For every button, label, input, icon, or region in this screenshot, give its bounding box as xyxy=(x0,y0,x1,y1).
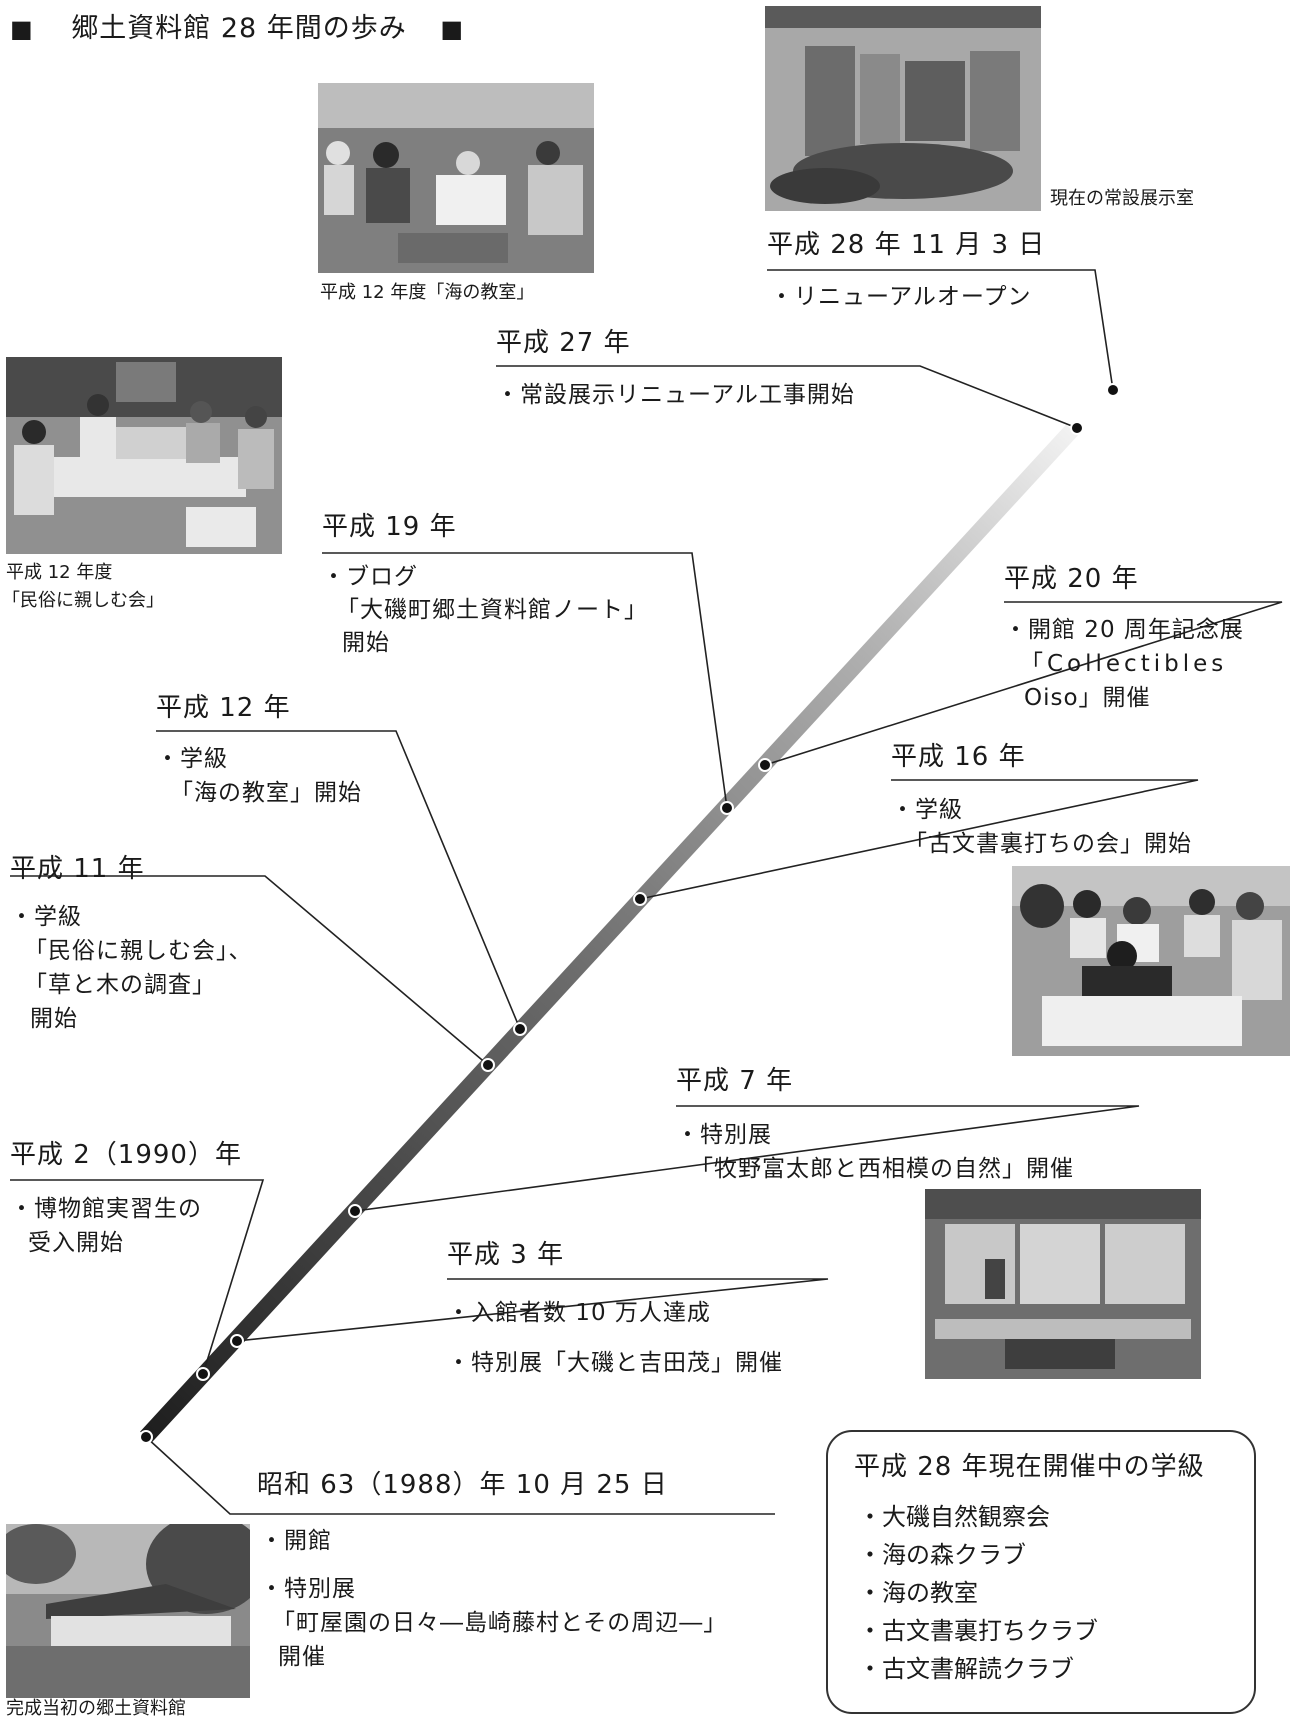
timeline-dot-h28-end xyxy=(1106,383,1120,397)
photo-backing-club xyxy=(1012,866,1290,1056)
event-date-h11: 平成 11 年 xyxy=(10,854,145,884)
caption-folk-name: 「民俗に親しむ会」 xyxy=(2,590,164,611)
timeline-dot-h19 xyxy=(720,801,734,815)
caption-folk-year: 平成 12 年度 xyxy=(6,562,113,583)
event-item: ・学級 xyxy=(156,746,228,772)
event-item: 開始 xyxy=(30,1006,78,1032)
timeline-bar xyxy=(140,424,1078,1443)
timeline-dot-h12 xyxy=(513,1022,527,1036)
connector-h20 xyxy=(764,601,1283,766)
event-item: ・特別展 xyxy=(676,1122,772,1148)
current-classes-list: ・大磯自然観察会 ・海の森クラブ ・海の教室 ・古文書裏打ちクラブ ・古文書解読… xyxy=(858,1498,1098,1688)
caption-original-building: 完成当初の郷土資料館 xyxy=(6,1698,186,1719)
list-item: ・大磯自然観察会 xyxy=(858,1503,1050,1531)
event-date-h20: 平成 20 年 xyxy=(1004,564,1139,594)
connector-h12 xyxy=(156,730,521,1030)
timeline-dot-h11 xyxy=(481,1058,495,1072)
photo-current-exhibit xyxy=(765,6,1041,211)
event-item: ・学級 xyxy=(891,797,963,823)
event-date-h3: 平成 3 年 xyxy=(447,1240,565,1270)
event-item: ・開館 20 周年記念展 xyxy=(1004,617,1244,643)
connector-h11 xyxy=(10,875,489,1066)
event-item: 「牧野富太郎と西相模の自然」開催 xyxy=(690,1156,1074,1182)
list-item: ・海の森クラブ xyxy=(858,1541,1026,1569)
event-date-h27: 平成 27 年 xyxy=(496,328,631,358)
timeline-dot-h7 xyxy=(348,1204,362,1218)
event-date-h28: 平成 28 年 11 月 3 日 xyxy=(767,230,1046,260)
event-item: 「町屋園の日々―島崎藤村とその周辺―」 xyxy=(272,1610,728,1636)
photo-folk-club xyxy=(6,357,282,554)
event-item: ・リニューアルオープン xyxy=(770,284,1032,310)
event-item: 「海の教室」開始 xyxy=(170,780,362,806)
timeline-dot-h2 xyxy=(196,1367,210,1381)
timeline-dot-h27 xyxy=(1070,421,1084,435)
event-item: 開始 xyxy=(342,630,390,656)
event-item: ・特別展 xyxy=(260,1576,356,1602)
event-item: 「民俗に親しむ会」、 xyxy=(24,938,253,964)
event-item: 「Collectibles xyxy=(1020,651,1228,677)
connector-h3 xyxy=(236,1278,829,1342)
event-item: 「草と木の調査」 xyxy=(24,972,216,998)
title-text: 郷土資料館 28 年間の歩み xyxy=(71,13,407,44)
event-item: 「古文書裏打ちの会」開始 xyxy=(904,831,1192,857)
timeline-dot-h20 xyxy=(758,758,772,772)
caption-current-exhibit: 現在の常設展示室 xyxy=(1050,188,1194,209)
connector-h28 xyxy=(767,269,1114,391)
event-item: 開催 xyxy=(278,1644,326,1670)
list-item: ・海の教室 xyxy=(858,1579,978,1607)
event-item: ・入館者数 10 万人達成 xyxy=(447,1300,711,1326)
photo-sea-class xyxy=(318,83,594,273)
event-item: Oiso」開催 xyxy=(1024,685,1151,711)
current-classes-title: 平成 28 年現在開催中の学級 xyxy=(854,1452,1205,1482)
title-square-right: ■ xyxy=(440,15,465,43)
list-item: ・古文書裏打ちクラブ xyxy=(858,1617,1098,1645)
event-item: 受入開始 xyxy=(28,1230,124,1256)
connector-s63 xyxy=(145,1436,775,1515)
event-date-h7: 平成 7 年 xyxy=(676,1066,794,1096)
title-square-left: ■ xyxy=(10,15,34,43)
event-date-s63: 昭和 63（1988）年 10 月 25 日 xyxy=(257,1470,668,1500)
list-item: ・古文書解読クラブ xyxy=(858,1655,1074,1683)
event-item: ・常設展示リニューアル工事開始 xyxy=(496,382,855,408)
page-title: ■ 郷土資料館 28 年間の歩み ■ xyxy=(10,6,464,45)
event-item: ・ブログ xyxy=(322,564,418,590)
timeline-dot-h16 xyxy=(633,892,647,906)
connector-h7 xyxy=(354,1105,1140,1212)
connector-h27 xyxy=(496,365,1078,429)
caption-sea-class: 平成 12 年度「海の教室」 xyxy=(320,282,535,303)
event-item: ・開館 xyxy=(260,1528,332,1554)
connector-h19 xyxy=(322,552,728,809)
event-date-h19: 平成 19 年 xyxy=(322,512,457,542)
connector-h16 xyxy=(639,779,1199,900)
current-classes-box: 平成 28 年現在開催中の学級 ・大磯自然観察会 ・海の森クラブ ・海の教室 ・… xyxy=(826,1430,1256,1714)
photo-original-building xyxy=(6,1524,250,1698)
event-item: ・博物館実習生の xyxy=(10,1196,202,1222)
event-item: 「大磯町郷土資料館ノート」 xyxy=(336,597,648,623)
timeline-dot-s63 xyxy=(139,1430,153,1444)
event-date-h2: 平成 2（1990）年 xyxy=(10,1140,242,1170)
timeline-dot-h3 xyxy=(230,1334,244,1348)
event-date-h16: 平成 16 年 xyxy=(891,742,1026,772)
event-item: ・特別展「大磯と吉田茂」開催 xyxy=(447,1350,783,1376)
connector-h2 xyxy=(10,1179,265,1375)
photo-makino-exhibit xyxy=(925,1189,1201,1379)
event-item: ・学級 xyxy=(10,904,82,930)
event-date-h12: 平成 12 年 xyxy=(156,693,291,723)
